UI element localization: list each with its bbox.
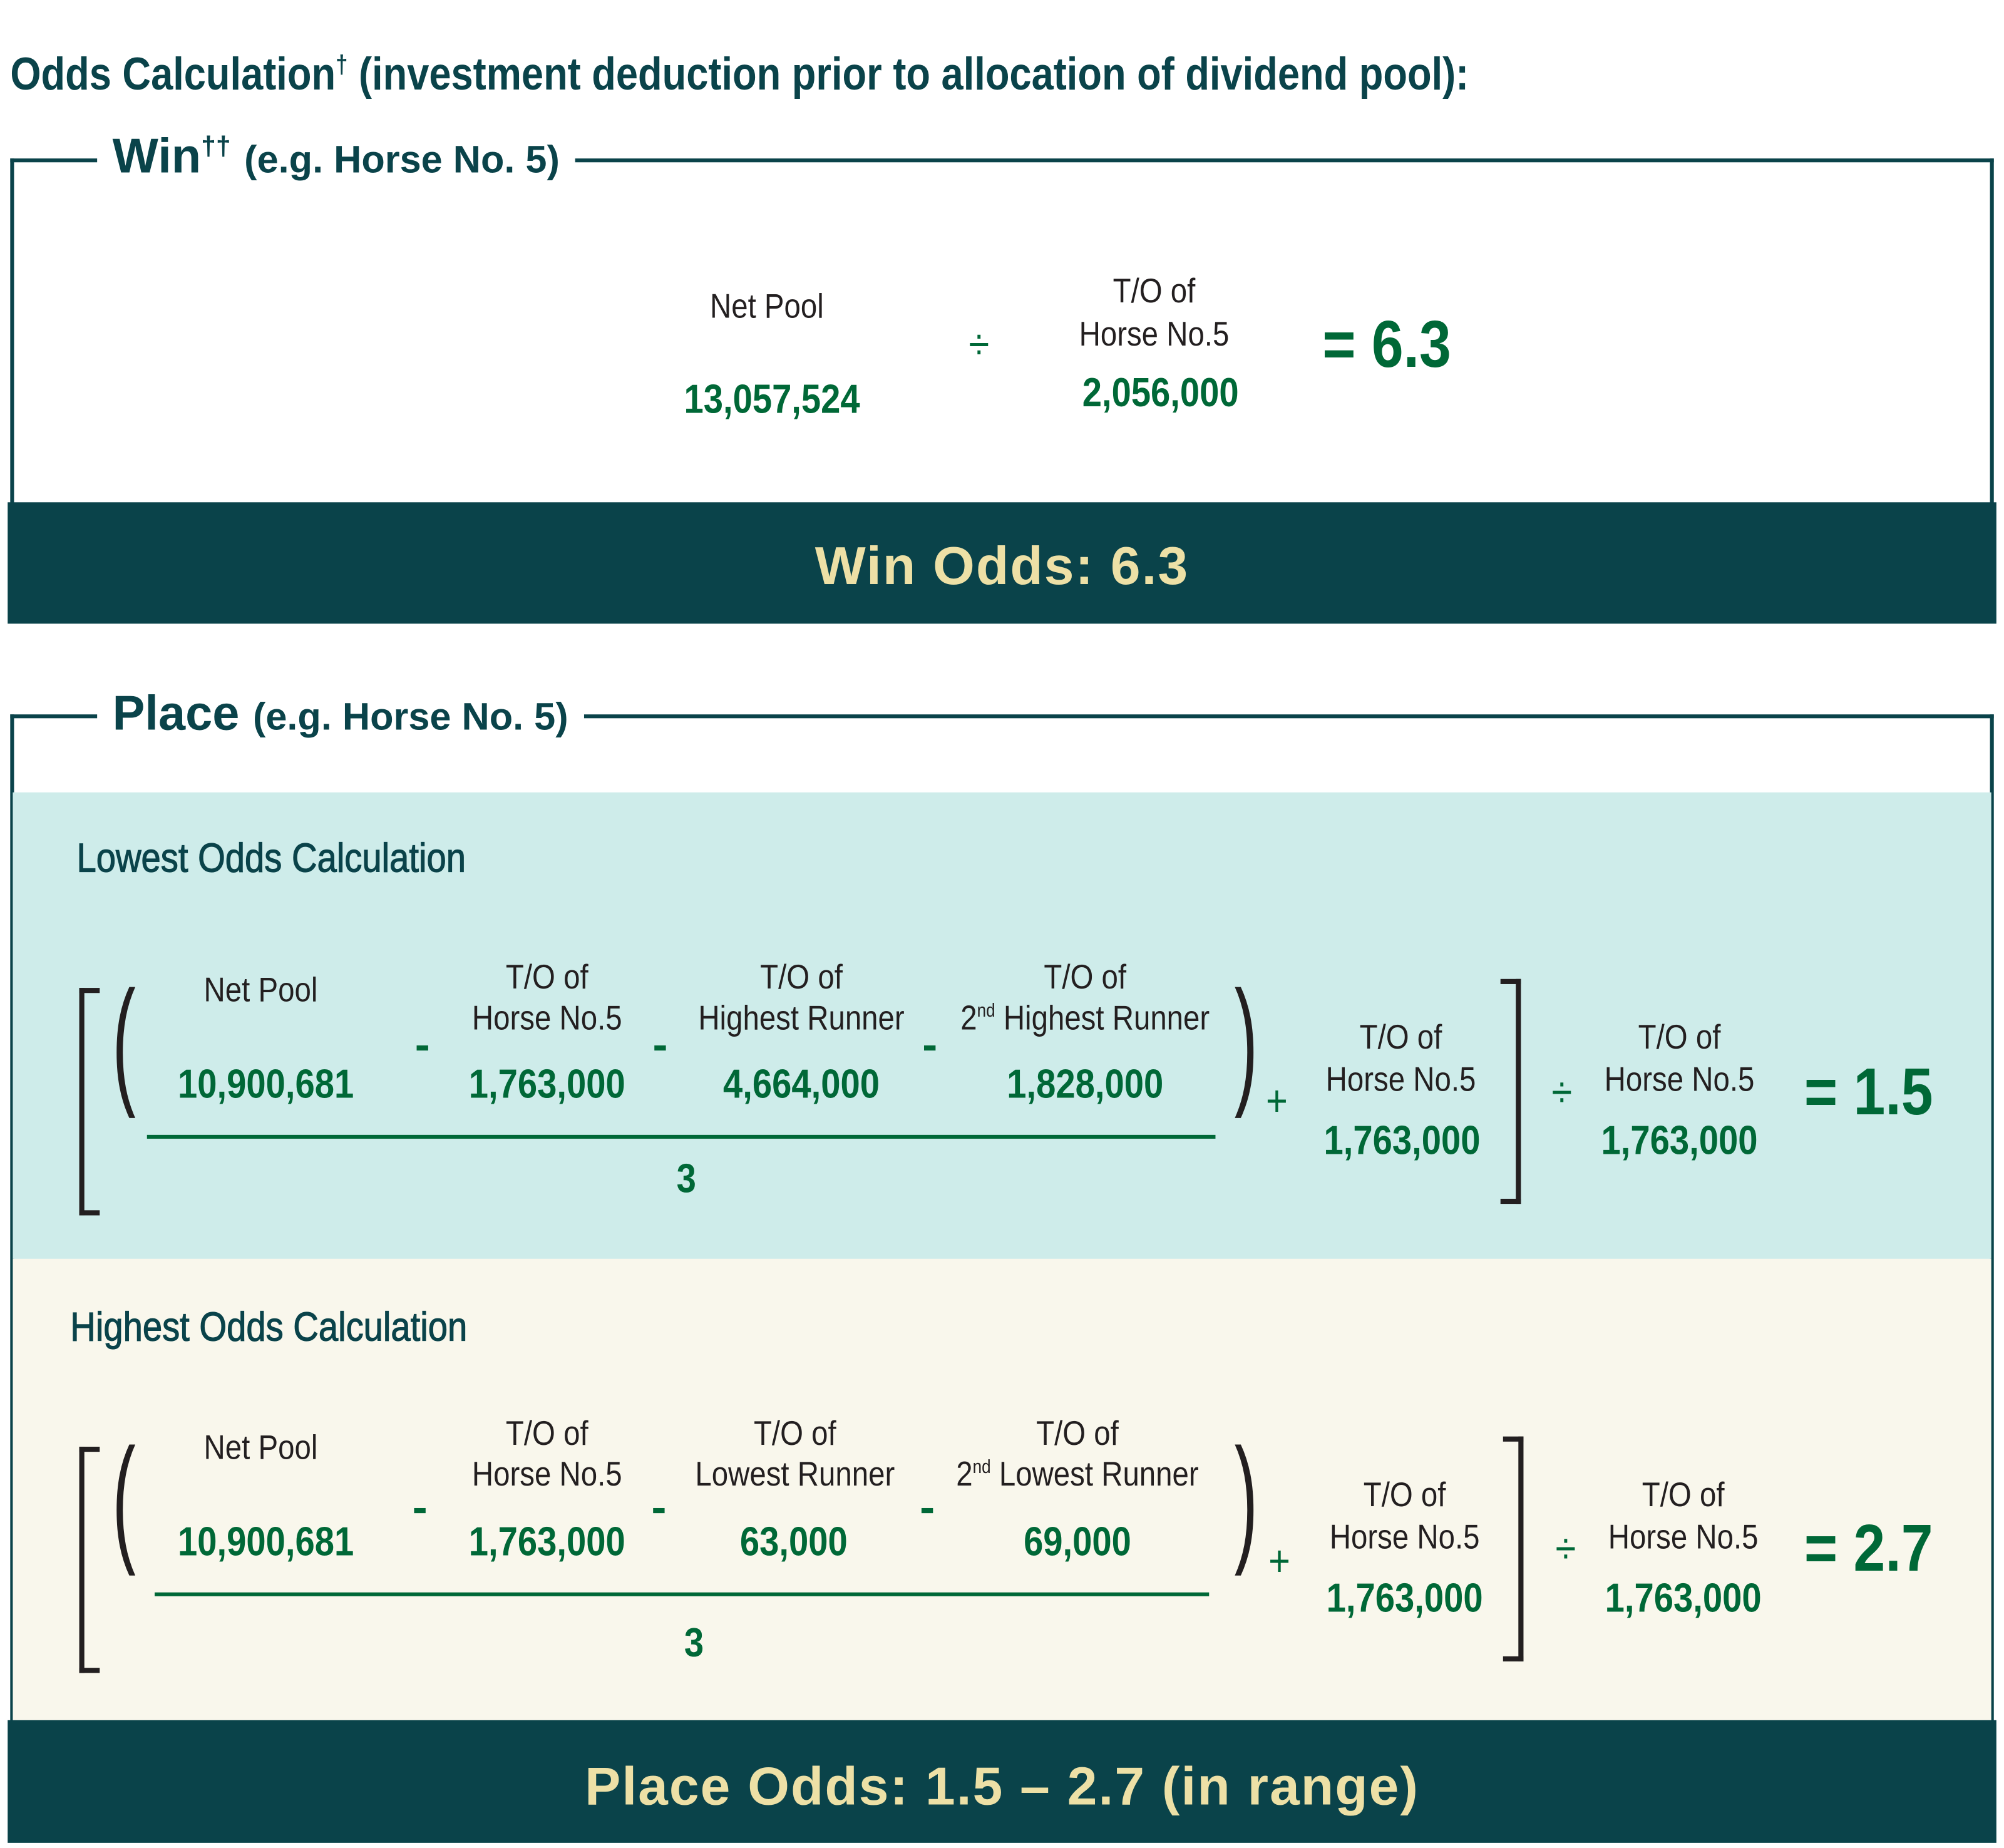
lowest-t1-label: T/O of [505, 958, 588, 997]
highest-t2-label-2: Lowest Runner [695, 1455, 895, 1494]
win-legend-dagger: †† [201, 131, 231, 162]
lowest-result: = 1.5 [1804, 1055, 1933, 1130]
divide-icon: ÷ [969, 321, 990, 369]
lowest-t4-label-2: Horse No.5 [1325, 1060, 1476, 1099]
highest-denominator: 3 [684, 1619, 704, 1666]
highest-t4-value: 1,763,000 [1326, 1574, 1483, 1621]
minus-icon [414, 1507, 426, 1514]
lowest-odds-heading: Lowest Odds Calculation [76, 834, 466, 881]
win-to-label: T/O of [1112, 271, 1196, 311]
lowest-t2-label-2: Highest Runner [698, 998, 905, 1037]
right-bracket [1503, 1436, 1524, 1661]
lowest-t5-value: 1,763,000 [1601, 1117, 1758, 1163]
highest-t5-label-2: Horse No.5 [1608, 1517, 1759, 1556]
minus-icon [653, 1507, 665, 1514]
lowest-denominator: 3 [676, 1155, 696, 1202]
page-title: Odds Calculation† (investment deduction … [10, 51, 1469, 97]
minus-icon [921, 1507, 933, 1514]
win-result: = 6.3 [1322, 308, 1451, 382]
win-summary-band: Win Odds: 6.3 [8, 502, 1996, 624]
win-to-value: 2,056,000 [1082, 369, 1239, 416]
place-box [10, 714, 1994, 1724]
minus-icon [924, 1045, 936, 1051]
win-legend-title: Win [112, 130, 202, 184]
highest-t3-value: 69,000 [1024, 1518, 1131, 1564]
place-legend-title: Place [112, 687, 240, 742]
divide-icon: ÷ [1551, 1068, 1573, 1117]
title-rest: (investment deduction prior to allocatio… [347, 47, 1469, 100]
minus-icon [416, 1045, 428, 1051]
highest-t5-label: T/O of [1642, 1475, 1725, 1514]
lowest-odds-panel [13, 792, 1991, 1259]
plus-icon: + [1268, 1537, 1290, 1586]
lowest-t3-label-2: 2nd Highest Runner [960, 1000, 1210, 1036]
left-paren: ( [112, 962, 136, 1120]
lowest-t1-value: 1,763,000 [468, 1060, 625, 1107]
highest-t1-label: T/O of [505, 1414, 588, 1453]
fraction-line [146, 1134, 1216, 1139]
plus-icon: + [1266, 1077, 1288, 1126]
ordinal: 2 [960, 998, 977, 1037]
win-odds-summary: Win Odds: 6.3 [814, 535, 1190, 596]
right-bracket [1500, 978, 1521, 1204]
highest-odds-panel [13, 1258, 1991, 1722]
win-net-pool-value: 13,057,524 [684, 376, 860, 422]
title-text: Odds Calculation [10, 47, 336, 100]
highest-odds-heading: Highest Odds Calculation [70, 1303, 468, 1350]
ordinal: 2 [956, 1455, 973, 1494]
highest-t3-label: T/O of [1036, 1414, 1119, 1453]
lowest-t5-label: T/O of [1638, 1018, 1721, 1057]
win-net-pool-label: Net Pool [709, 287, 824, 326]
highest-t4-label-2: Horse No.5 [1329, 1517, 1480, 1556]
lowest-t1-label-2: Horse No.5 [471, 998, 622, 1037]
win-to-horse-label: Horse No.5 [1079, 315, 1230, 354]
lowest-t5-label-2: Horse No.5 [1604, 1060, 1755, 1099]
highest-t3-label-2: 2nd Lowest Runner [956, 1457, 1198, 1492]
highest-t1-value: 1,763,000 [468, 1518, 625, 1564]
highest-result: = 2.7 [1804, 1512, 1933, 1586]
highest-t4-label: T/O of [1363, 1475, 1446, 1514]
left-paren: ( [112, 1420, 136, 1578]
right-paren: ) [1234, 962, 1258, 1120]
lowest-net-pool-value: 10,900,681 [178, 1060, 354, 1107]
divide-icon: ÷ [1555, 1524, 1576, 1574]
place-legend-example: (e.g. Horse No. 5) [252, 696, 568, 739]
lowest-t3-value: 1,828,000 [1007, 1060, 1164, 1107]
place-summary-band: Place Odds: 1.5 – 2.7 (in range) [8, 1720, 1996, 1843]
ordinal-suffix: nd [972, 1457, 991, 1478]
lowest-t2-value: 4,664,000 [723, 1060, 880, 1107]
lowest-t4-value: 1,763,000 [1323, 1117, 1481, 1163]
highest-net-pool-label: Net Pool [203, 1428, 318, 1467]
highest-t1-label-2: Horse No.5 [471, 1455, 622, 1494]
place-odds-summary: Place Odds: 1.5 – 2.7 (in range) [585, 1756, 1419, 1816]
win-legend-example: (e.g. Horse No. 5) [244, 139, 560, 182]
lowest-net-pool-label: Net Pool [203, 970, 318, 1009]
left-bracket [79, 988, 100, 1216]
runner-text: Highest Runner [995, 998, 1210, 1037]
right-paren: ) [1234, 1420, 1258, 1578]
lowest-t3-label: T/O of [1044, 958, 1127, 997]
win-box [10, 158, 1994, 504]
runner-text: Lowest Runner [990, 1455, 1199, 1494]
title-dagger: † [336, 51, 348, 80]
highest-t2-label: T/O of [753, 1414, 836, 1453]
lowest-t4-label: T/O of [1359, 1018, 1442, 1057]
place-legend: Place (e.g. Horse No. 5) [97, 687, 584, 742]
fraction-line [155, 1592, 1210, 1596]
ordinal-suffix: nd [977, 1001, 995, 1022]
win-legend: Win†† (e.g. Horse No. 5) [97, 133, 575, 182]
lowest-t2-label: T/O of [760, 958, 843, 997]
minus-icon [654, 1045, 666, 1051]
left-bracket [79, 1446, 100, 1673]
highest-t5-value: 1,763,000 [1605, 1574, 1762, 1621]
highest-t2-value: 63,000 [739, 1518, 848, 1564]
highest-net-pool-value: 10,900,681 [178, 1518, 354, 1564]
